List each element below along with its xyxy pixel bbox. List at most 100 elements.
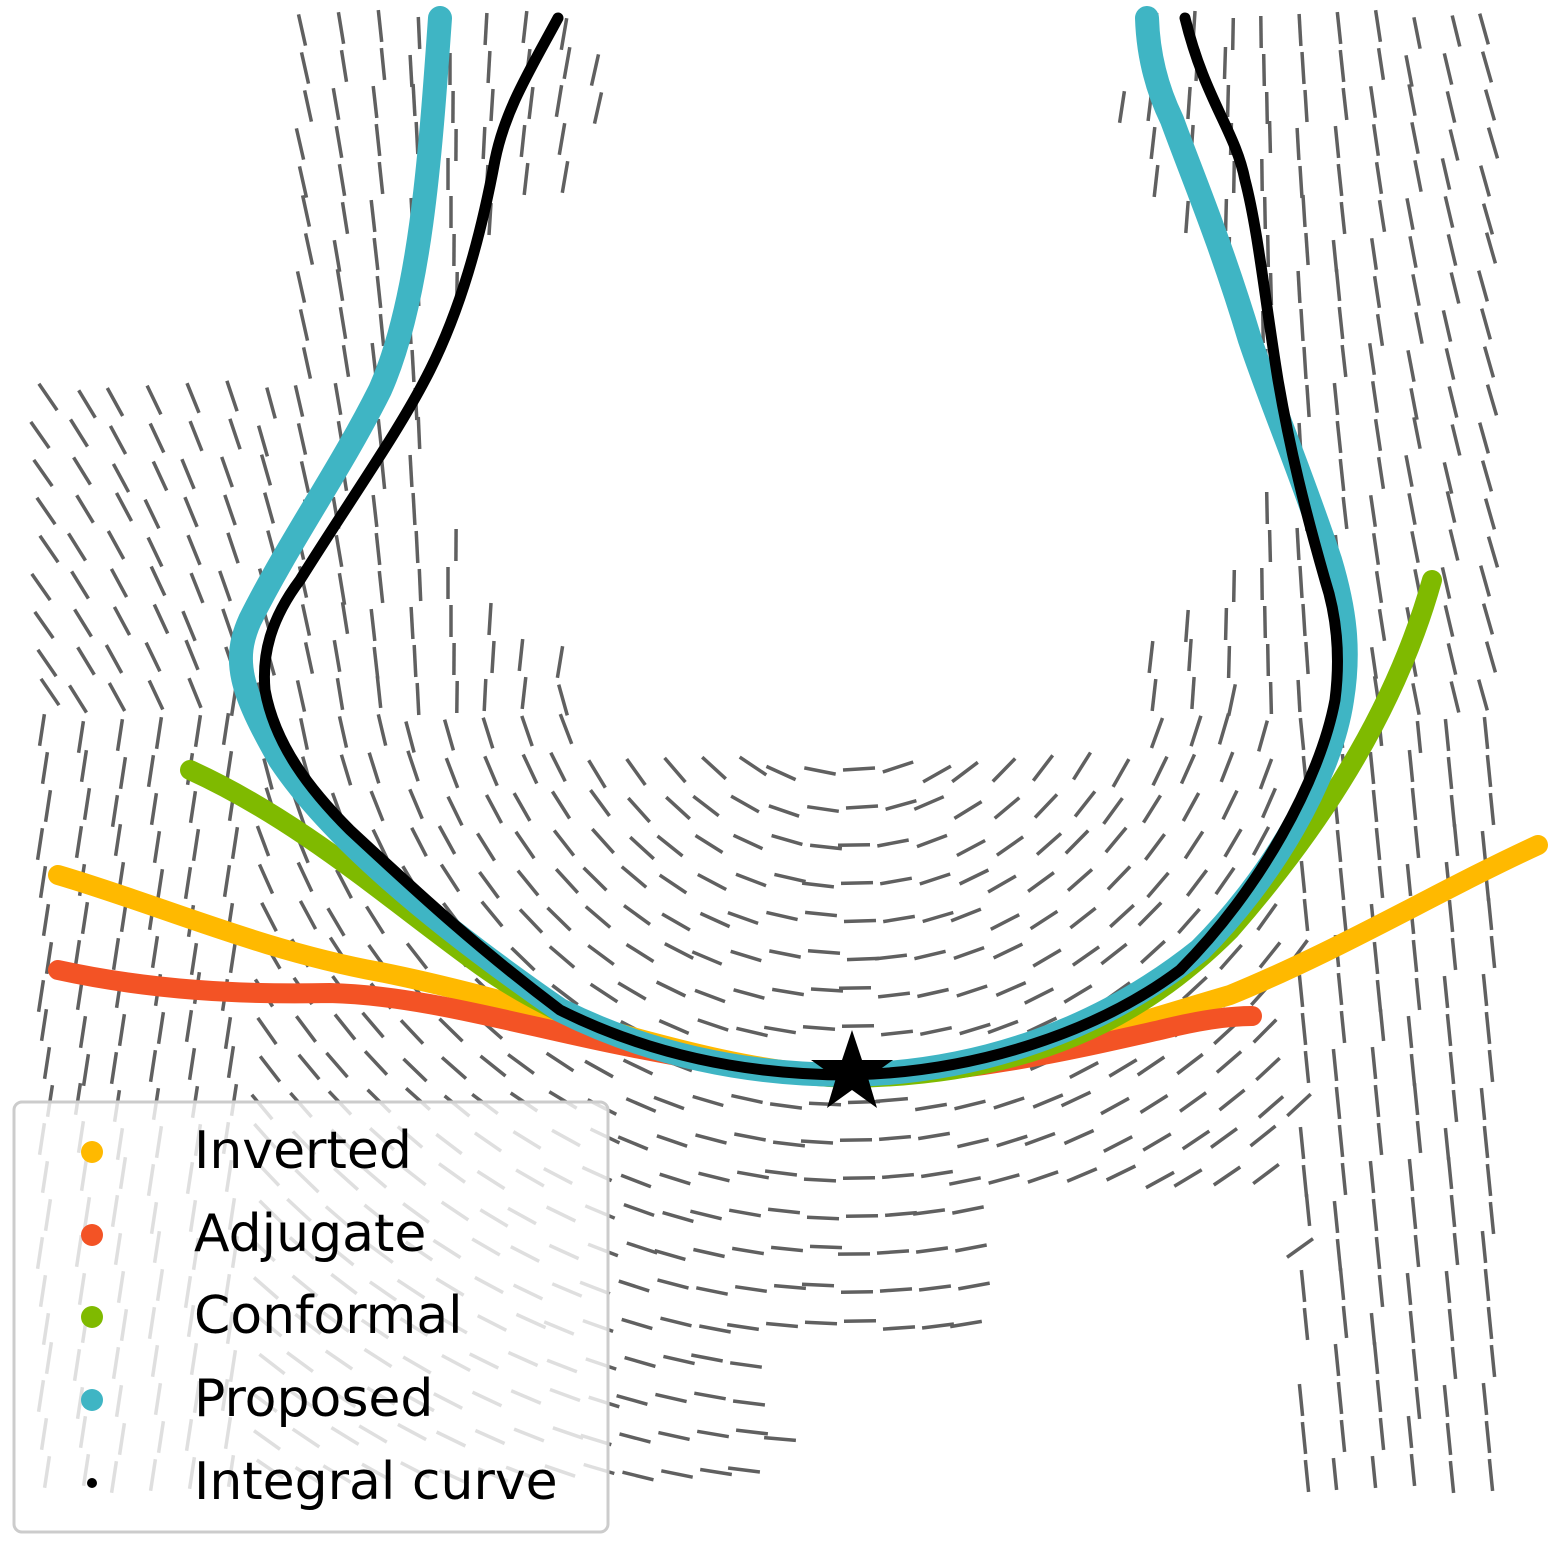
field-segment xyxy=(620,1173,652,1189)
field-segment xyxy=(1340,344,1348,378)
field-segment xyxy=(1376,47,1386,81)
field-segment xyxy=(1295,527,1301,561)
field-segment xyxy=(1409,387,1419,421)
field-segment xyxy=(35,827,45,861)
field-segment xyxy=(621,1317,653,1331)
field-segment xyxy=(1408,235,1418,269)
field-segment xyxy=(730,949,762,963)
field-segment xyxy=(143,498,161,530)
field-segment xyxy=(1341,496,1349,530)
field-segment xyxy=(296,423,308,455)
field-segment xyxy=(1371,1198,1379,1232)
field-segment xyxy=(1212,1165,1242,1187)
field-segment xyxy=(1181,792,1201,822)
field-segment xyxy=(1072,751,1092,781)
field-segment xyxy=(340,601,350,635)
field-segment xyxy=(1480,830,1488,864)
field-segment xyxy=(1264,491,1270,525)
field-segment xyxy=(548,945,576,969)
field-segment xyxy=(1488,792,1496,826)
field-segment xyxy=(1486,897,1494,931)
field-segment xyxy=(189,942,199,976)
field-segment xyxy=(377,161,385,195)
field-segment xyxy=(79,749,89,783)
field-segment xyxy=(913,795,945,811)
field-segment xyxy=(1485,754,1493,788)
field-segment xyxy=(1339,1419,1347,1453)
field-segment xyxy=(1252,1018,1278,1044)
field-segment xyxy=(1340,1162,1348,1196)
field-segment xyxy=(876,838,910,848)
field-segment xyxy=(1480,308,1492,340)
field-segment xyxy=(1337,1124,1345,1158)
field-segment xyxy=(113,823,123,857)
field-segment xyxy=(989,913,1021,931)
field-segment xyxy=(875,1096,909,1104)
field-segment xyxy=(995,835,1025,857)
field-segment xyxy=(104,644,124,674)
field-segment xyxy=(1109,903,1135,929)
field-segment xyxy=(191,828,201,862)
field-segment xyxy=(371,494,379,528)
field-segment xyxy=(1450,424,1462,456)
field-segment xyxy=(699,911,731,929)
field-segment xyxy=(1337,306,1345,340)
field-segment xyxy=(221,712,231,746)
field-segment xyxy=(772,1140,806,1148)
field-segment xyxy=(512,792,532,822)
field-segment xyxy=(618,1279,650,1293)
field-segment xyxy=(992,942,1024,960)
field-segment xyxy=(919,872,951,886)
field-segment xyxy=(1063,984,1093,1004)
field-segment xyxy=(37,713,47,747)
field-segment xyxy=(1442,975,1450,1009)
field-segment xyxy=(1445,1422,1453,1456)
field-segment xyxy=(1444,1270,1452,1304)
field-segment xyxy=(731,1246,765,1256)
field-segment xyxy=(1448,1460,1456,1494)
field-segment xyxy=(111,937,121,971)
field-segment xyxy=(620,865,648,889)
field-segment xyxy=(1411,939,1419,973)
field-segment xyxy=(67,532,87,562)
field-segment xyxy=(953,800,983,820)
field-segment xyxy=(1414,311,1424,345)
field-segment xyxy=(545,1051,575,1073)
field-segment xyxy=(655,1392,687,1404)
field-segment xyxy=(1150,678,1158,712)
field-segment xyxy=(38,865,48,899)
field-segment xyxy=(1489,935,1497,969)
field-segment xyxy=(184,1009,194,1043)
field-segment xyxy=(115,718,125,752)
field-segment xyxy=(438,1017,464,1043)
field-segment xyxy=(489,88,495,122)
field-segment xyxy=(1333,1343,1341,1377)
field-segment xyxy=(1450,1346,1458,1380)
field-segment xyxy=(1449,272,1461,304)
field-segment xyxy=(918,1284,952,1292)
field-segment xyxy=(258,1055,282,1083)
field-segment xyxy=(527,86,535,120)
field-segment xyxy=(369,199,377,233)
field-segment xyxy=(653,1095,685,1111)
field-segment xyxy=(1443,195,1455,229)
field-segment xyxy=(1024,1131,1056,1147)
field-segment xyxy=(1226,645,1232,679)
field-segment xyxy=(695,1286,729,1296)
field-segment xyxy=(663,1354,695,1366)
field-segment xyxy=(439,863,461,893)
field-segment xyxy=(1484,641,1498,673)
field-segment xyxy=(296,14,308,46)
field-segment xyxy=(771,987,805,997)
field-segment xyxy=(1374,1236,1382,1270)
field-segment xyxy=(1484,232,1498,264)
field-segment xyxy=(1374,827,1382,861)
field-segment xyxy=(296,861,314,893)
field-segment xyxy=(1478,422,1490,454)
field-segment xyxy=(303,642,315,674)
field-segment xyxy=(659,1172,691,1186)
field-segment xyxy=(658,1018,690,1036)
field-segment xyxy=(1301,603,1307,637)
field-segment xyxy=(405,942,429,970)
field-segment xyxy=(36,648,58,678)
